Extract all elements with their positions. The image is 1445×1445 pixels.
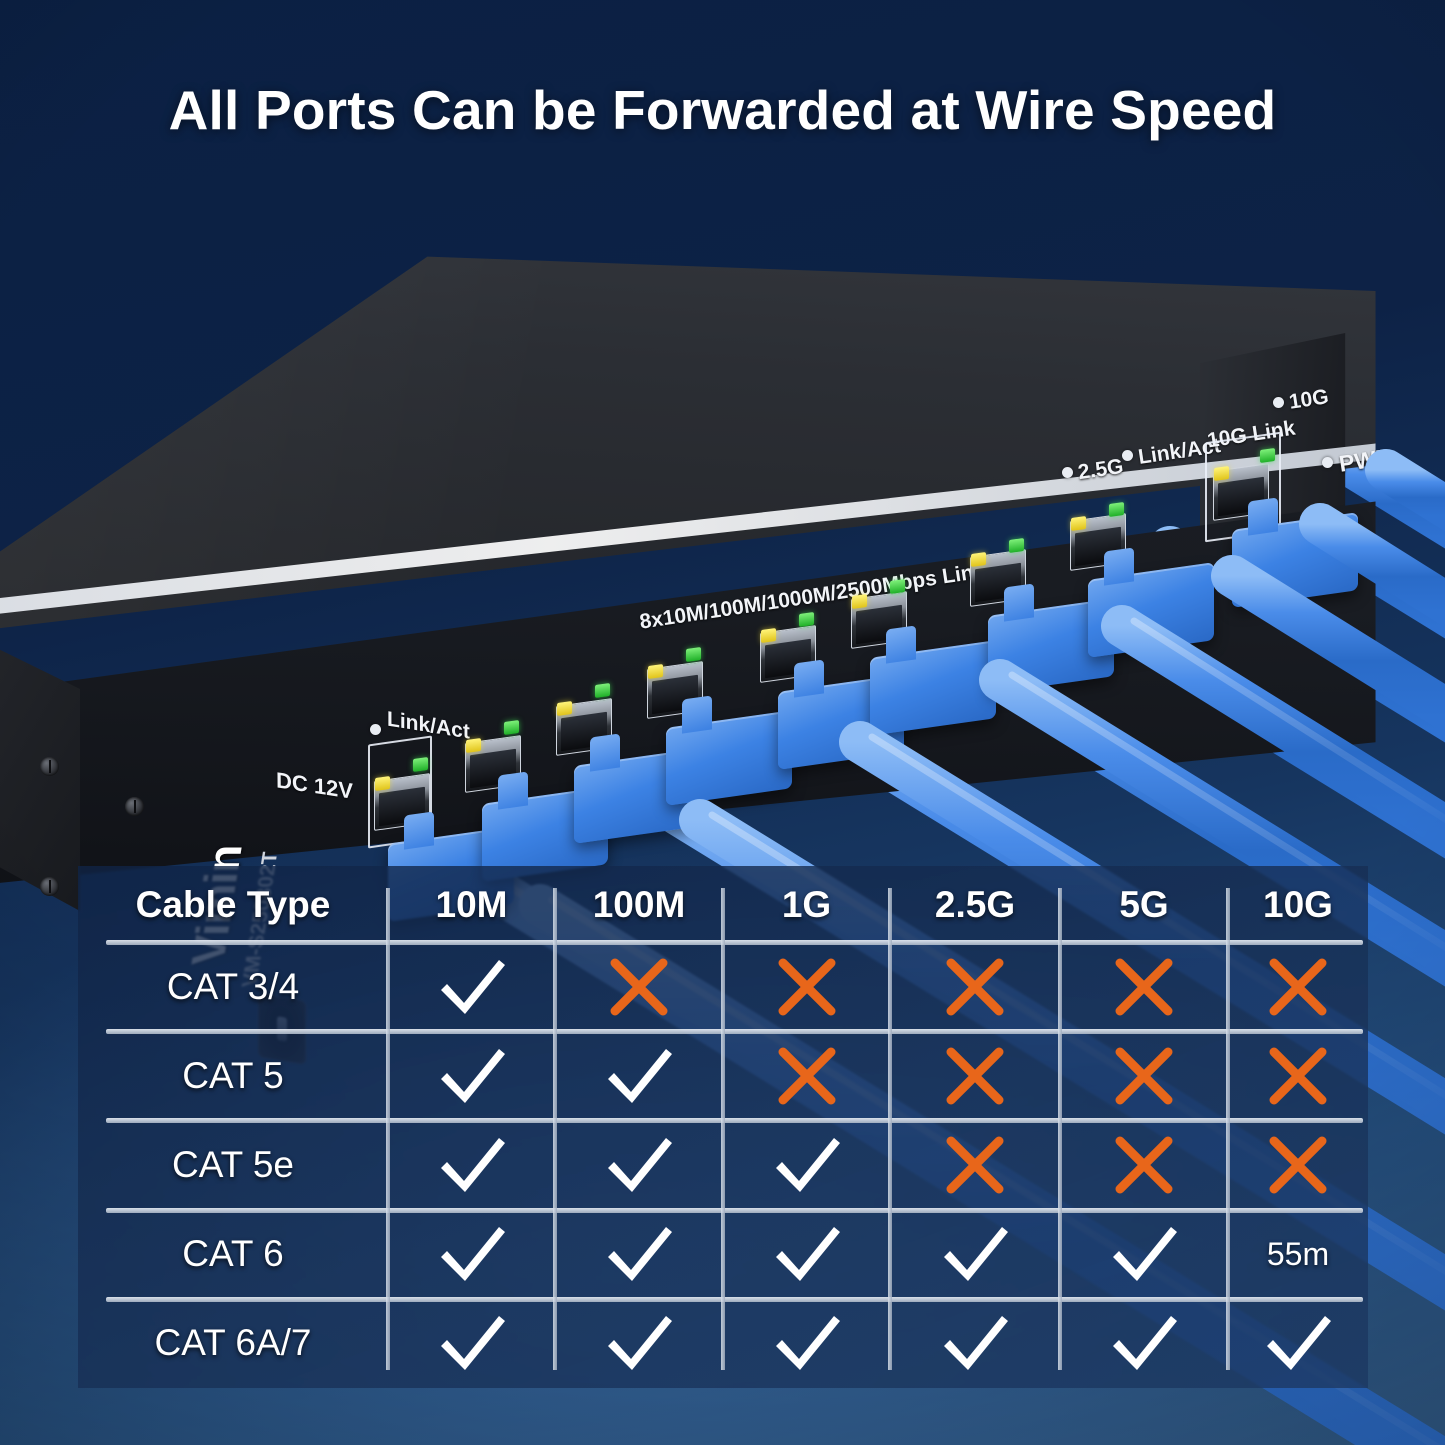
table-column-divider xyxy=(386,888,390,1370)
table-header-2-5g: 2.5G xyxy=(934,884,1016,925)
table-cell-cat-3-4-100m xyxy=(555,942,723,1031)
table-column-divider xyxy=(721,888,725,1370)
table-cell-cat-6a-7-10m xyxy=(388,1299,555,1388)
table-cell-cat-3-4-10m xyxy=(388,942,555,1031)
link-act-led-right-icon xyxy=(1122,450,1133,461)
table-cell-cat-6-2-5g xyxy=(890,1210,1060,1299)
table-cell-cat-3-4-1g xyxy=(723,942,890,1031)
table-header-10m: 10M xyxy=(435,884,508,925)
table-column-divider xyxy=(553,888,557,1370)
table-cell-cat-6a-7-10g xyxy=(1228,1299,1368,1388)
table-column-divider xyxy=(1226,888,1230,1370)
table-cell-cat-5-2-5g xyxy=(890,1031,1060,1120)
table-grid xyxy=(78,866,1368,1388)
table-cell-cat-5e-2-5g xyxy=(890,1120,1060,1209)
table-cell-cat-5e-100m xyxy=(555,1120,723,1209)
table-row-label-cat-6a-7: CAT 6A/7 xyxy=(154,1322,312,1364)
table-row-divider xyxy=(106,940,1363,945)
table-row-label-cat-6: CAT 6 xyxy=(182,1233,284,1275)
table-cell-cat-5e-10m xyxy=(388,1120,555,1209)
table-cell-cat-6a-7-100m xyxy=(555,1299,723,1388)
table-header-1g: 1G xyxy=(781,884,832,925)
table-cell-cat-5-1g xyxy=(723,1031,890,1120)
table-header-cable-type: Cable Type xyxy=(135,884,331,925)
table-row-divider xyxy=(106,1296,1363,1302)
network-switch: Vimin VM-S250802T DC 12V Link/Act 8x10M/… xyxy=(0,205,1445,1065)
table-cell-cat-5-10g xyxy=(1228,1031,1368,1120)
link-act-led-left-icon xyxy=(370,724,381,735)
table-cell-cat-6-100m xyxy=(555,1210,723,1299)
table-cell-cat-5e-5g xyxy=(1060,1120,1228,1209)
table-row-divider xyxy=(106,1118,1363,1124)
table-cell-cat-5-5g xyxy=(1060,1031,1228,1120)
table-header-5g: 5G xyxy=(1119,884,1169,925)
table-header-100m: 100M xyxy=(592,884,686,925)
table-cell-cat-6-10m xyxy=(388,1210,555,1299)
screw-icon xyxy=(40,757,59,776)
screw-icon xyxy=(125,797,144,816)
table-cell-cat-6-1g xyxy=(723,1210,890,1299)
table-cell-cat-5e-10g xyxy=(1228,1120,1368,1209)
table-column-divider xyxy=(1058,888,1062,1370)
table-cell-cat-5e-1g xyxy=(723,1120,890,1209)
ten-g-led-icon xyxy=(1273,397,1284,408)
table-row-divider xyxy=(106,1029,1363,1035)
table-cell-cat-3-4-10g xyxy=(1228,942,1368,1031)
table-cell-cat-6a-7-2-5g xyxy=(890,1299,1060,1388)
page-title: All Ports Can be Forwarded at Wire Speed xyxy=(168,79,1277,141)
screw-icon xyxy=(40,877,59,896)
table-column-divider xyxy=(888,888,892,1370)
table-row-label-cat-3-4: CAT 3/4 xyxy=(166,965,300,1007)
speed-2-5g-led-icon xyxy=(1062,467,1073,478)
table-cell-cat-5-100m xyxy=(555,1031,723,1120)
table-cell-cat-6-10g: 55m xyxy=(1266,1235,1330,1272)
table-row-divider xyxy=(106,1207,1363,1213)
table-cell-cat-3-4-5g xyxy=(1060,942,1228,1031)
pwr-led-icon xyxy=(1322,457,1333,468)
table-cell-cat-6-5g xyxy=(1060,1210,1228,1299)
table-cell-cat-5-10m xyxy=(388,1031,555,1120)
table-cell-cat-6a-7-1g xyxy=(723,1299,890,1388)
table-row-label-cat-5: CAT 5 xyxy=(182,1054,284,1096)
table-header-10g: 10G xyxy=(1263,884,1333,925)
table-row-label-cat-5e: CAT 5e xyxy=(171,1143,295,1185)
table-cell-cat-3-4-2-5g xyxy=(890,942,1060,1031)
table-cell-cat-6a-7-5g xyxy=(1060,1299,1228,1388)
